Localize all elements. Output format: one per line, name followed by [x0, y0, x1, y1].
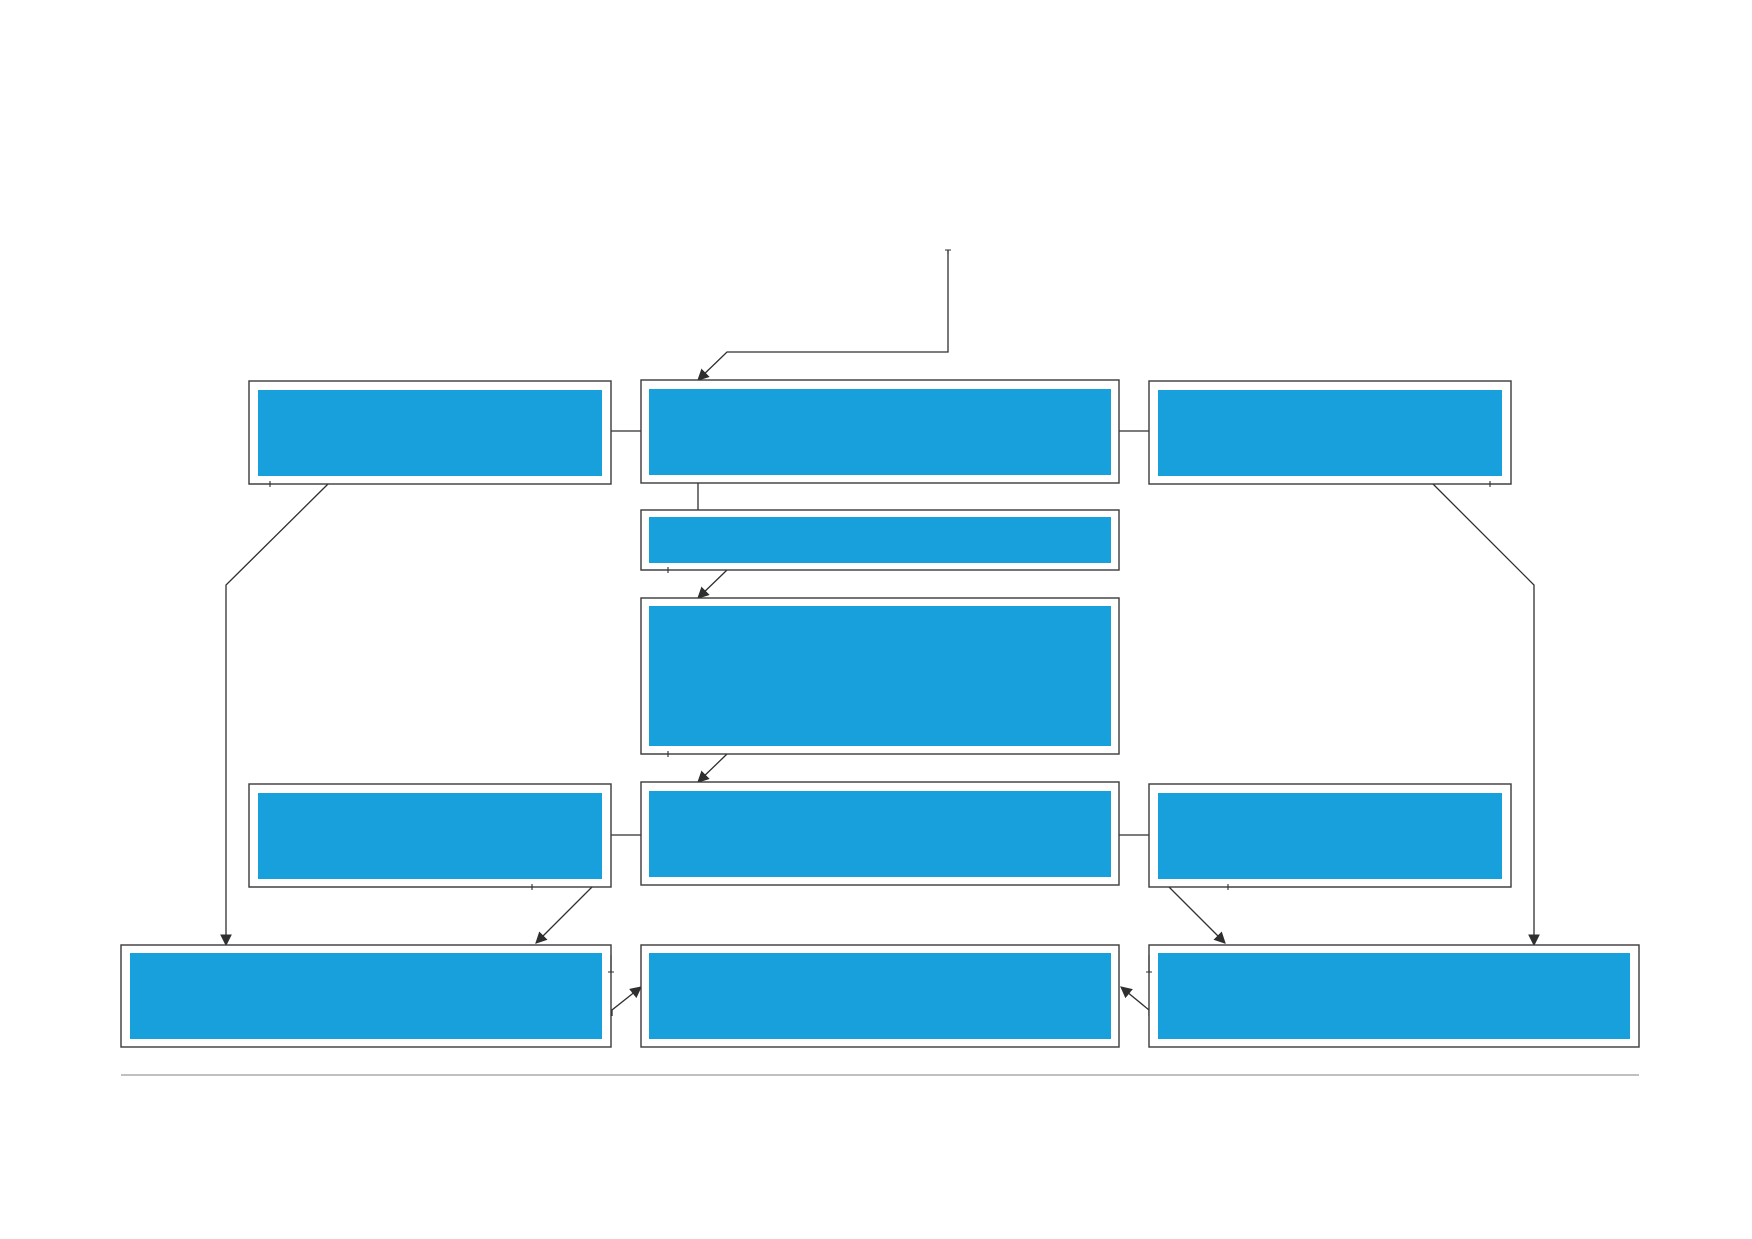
- corner-tick-marks: [249, 249, 1511, 973]
- box-mid-right: [1148, 783, 1512, 888]
- box-center-3: [640, 597, 1120, 755]
- edge-bottom-left-to-bottom-center: [611, 986, 642, 1016]
- edge-center-2-to-center-3: [697, 569, 728, 599]
- edge-mid-left-to-bottom-left: [535, 886, 593, 944]
- edge-center-3-to-mid-center: [697, 753, 728, 783]
- box-mid-center: [640, 781, 1120, 886]
- box-top-right: [1148, 380, 1512, 485]
- box-top-left: [248, 380, 612, 485]
- box-center-2: [640, 509, 1120, 571]
- edge-entry-to-top-center: [697, 250, 949, 381]
- edge-mid-right-to-bottom-right: [1168, 886, 1226, 944]
- edge-bottom-right-to-bottom-center: [1120, 986, 1150, 1016]
- box-bottom-center: [640, 944, 1120, 1048]
- edge-top-left-to-bottom-left: [220, 483, 329, 947]
- box-mid-left: [248, 783, 612, 888]
- box-bottom-left: [120, 944, 612, 1048]
- box-bottom-right: [1148, 944, 1640, 1048]
- box-top-center: [640, 379, 1120, 484]
- diagram-boxes: [120, 379, 1640, 1048]
- edge-top-right-to-bottom-right: [1432, 483, 1540, 947]
